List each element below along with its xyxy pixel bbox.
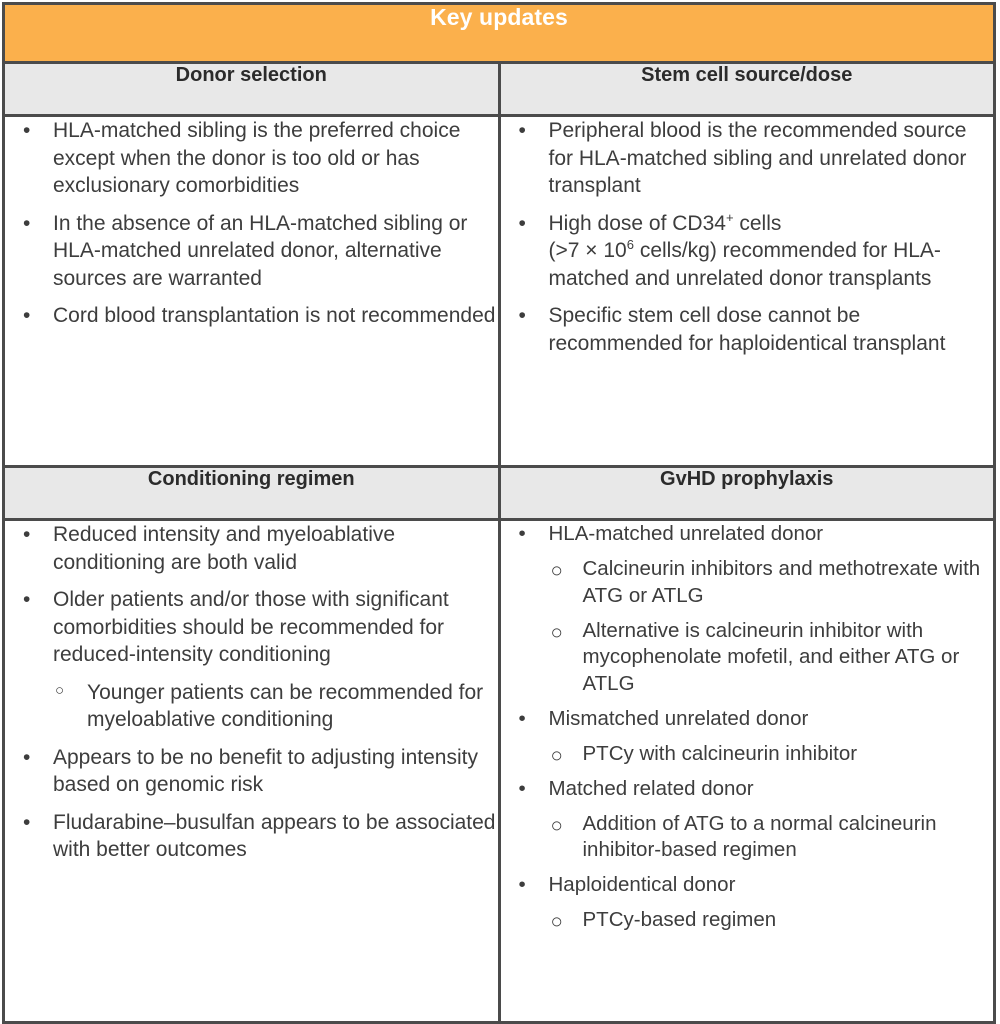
bullet-item: • Older patients and/or those with signif… bbox=[5, 586, 498, 669]
page-title: Key updates bbox=[430, 4, 568, 30]
bullet-text: Alternative is calcineurin inhibitor wit… bbox=[582, 618, 960, 696]
bullet-marker-icon: • bbox=[518, 304, 526, 327]
bullet-item: • Specific stem cell dose cannot be recom… bbox=[501, 302, 994, 357]
bullet-list: • Peripheral blood is the recommended sou… bbox=[501, 117, 994, 357]
section-header-stem-cell-source-dose: Stem cell source/dose bbox=[497, 61, 996, 117]
header-row-2: Conditioning regimen GvHD prophylaxis bbox=[2, 465, 996, 521]
sub-bullet-item: ○ Calcineurin inhibitors and methotrexate… bbox=[501, 556, 994, 610]
bullet-item: • Matched related donor bbox=[501, 776, 994, 803]
sub-bullet-item: ○ PTCy-based regimen bbox=[501, 907, 994, 934]
bullet-text: PTCy-based regimen bbox=[582, 908, 777, 932]
bullet-item: • Mismatched unrelated donor bbox=[501, 706, 994, 733]
bullet-item: • Haploidentical donor bbox=[501, 872, 994, 899]
content-row-2: • Reduced intensity and myeloablative con… bbox=[2, 518, 996, 1024]
content-row-1: • HLA-matched sibling is the preferred ch… bbox=[2, 114, 996, 468]
bullet-marker-icon: • bbox=[23, 745, 31, 769]
bullet-text: High dose of CD34+ cells(>7 × 106 cells/… bbox=[548, 209, 941, 290]
bullet-marker-icon: • bbox=[518, 522, 526, 545]
bullet-marker-icon: • bbox=[518, 776, 526, 800]
sub-bullet-item: ○ Alternative is calcineurin inhibitor wi… bbox=[501, 618, 994, 699]
bullet-text: In the absence of an HLA-matched sibling… bbox=[53, 211, 468, 290]
section-header-label: Conditioning regimen bbox=[147, 468, 355, 490]
bullet-text: Peripheral blood is the recommended sour… bbox=[548, 119, 967, 197]
bullet-text: Haploidentical donor bbox=[548, 873, 736, 897]
bullet-item: • Appears to be no benefit to adjusting … bbox=[5, 744, 498, 799]
bullet-marker-icon: • bbox=[23, 119, 31, 142]
bullet-text: HLA-matched sibling is the preferred cho… bbox=[53, 119, 461, 197]
bullet-marker-icon: • bbox=[23, 211, 31, 235]
bullet-item: • Fludarabine–busulfan appears to be asso… bbox=[5, 809, 498, 864]
sub-bullet-marker-icon: ○ bbox=[55, 681, 65, 699]
sub-bullet-item: ○ Addition of ATG to a normal calcineurin… bbox=[501, 811, 994, 865]
section-header-label: Stem cell source/dose bbox=[641, 64, 853, 86]
sub-bullet-marker-icon: ○ bbox=[550, 910, 563, 934]
section-header-gvhd-prophylaxis: GvHD prophylaxis bbox=[497, 465, 996, 521]
section-body-stem-cell-source-dose: • Peripheral blood is the recommended sou… bbox=[497, 114, 996, 468]
table-title-cell: Key updates bbox=[2, 2, 996, 64]
bullet-marker-icon: • bbox=[23, 304, 31, 327]
bullet-text: Calcineurin inhibitors and methotrexate … bbox=[582, 556, 981, 607]
bullet-text: Addition of ATG to a normal calcineurin … bbox=[582, 811, 937, 862]
bullet-marker-icon: • bbox=[23, 588, 31, 611]
bullet-marker-icon: • bbox=[23, 523, 31, 546]
bullet-item: • Cord blood transplantation is not recom… bbox=[5, 302, 498, 330]
bullet-text: Appears to be no benefit to adjusting in… bbox=[53, 745, 478, 797]
bullet-text: Matched related donor bbox=[548, 776, 754, 800]
bullet-item: • Reduced intensity and myeloablative con… bbox=[5, 521, 498, 576]
bullet-item: • HLA-matched sibling is the preferred ch… bbox=[5, 117, 498, 200]
sub-bullet-marker-icon: ○ bbox=[550, 813, 563, 837]
bullet-text: Fludarabine–busulfan appears to be assoc… bbox=[53, 810, 496, 862]
bullet-item: • High dose of CD34+ cells(>7 × 106 cells… bbox=[501, 210, 994, 293]
bullet-item: • Peripheral blood is the recommended sou… bbox=[501, 117, 994, 200]
sub-bullet-item: ○ Younger patients can be recommended for… bbox=[5, 679, 498, 734]
bullet-item: • HLA-matched unrelated donor bbox=[501, 521, 994, 548]
section-header-donor-selection: Donor selection bbox=[2, 61, 501, 117]
section-header-conditioning-regimen: Conditioning regimen bbox=[2, 465, 501, 521]
section-body-conditioning-regimen: • Reduced intensity and myeloablative con… bbox=[2, 518, 501, 1024]
header-row-1: Donor selection Stem cell source/dose bbox=[2, 61, 996, 117]
sub-bullet-marker-icon: ○ bbox=[550, 558, 563, 582]
section-header-label: Donor selection bbox=[175, 64, 327, 86]
bullet-text: Reduced intensity and myeloablative cond… bbox=[53, 523, 396, 574]
section-body-gvhd-prophylaxis: • HLA-matched unrelated donor ○ Calcineurin… bbox=[497, 518, 996, 1024]
bullet-marker-icon: • bbox=[518, 707, 526, 731]
bullet-text: HLA-matched unrelated donor bbox=[548, 522, 824, 545]
bullet-text: Mismatched unrelated donor bbox=[548, 707, 809, 731]
bullet-text: Younger patients can be recommended for … bbox=[87, 680, 484, 732]
bullet-marker-icon: • bbox=[518, 211, 526, 235]
sub-bullet-item: ○ PTCy with calcineurin inhibitor bbox=[501, 741, 994, 768]
bullet-list: • HLA-matched unrelated donor ○ Calcineurin… bbox=[501, 521, 994, 934]
bullet-text: Older patients and/or those with signifi… bbox=[53, 588, 449, 666]
bullet-text: Specific stem cell dose cannot be recomm… bbox=[548, 304, 946, 355]
bullet-marker-icon: • bbox=[23, 810, 31, 834]
bullet-item: • In the absence of an HLA-matched siblin… bbox=[5, 210, 498, 293]
sub-bullet-marker-icon: ○ bbox=[550, 743, 563, 767]
bullet-text: Cord blood transplantation is not recomm… bbox=[53, 304, 496, 327]
bullet-list: • Reduced intensity and myeloablative con… bbox=[5, 521, 498, 864]
bullet-text: PTCy with calcineurin inhibitor bbox=[582, 741, 858, 765]
title-row: Key updates bbox=[2, 2, 996, 64]
section-body-donor-selection: • HLA-matched sibling is the preferred ch… bbox=[2, 114, 501, 468]
bullet-marker-icon: • bbox=[518, 119, 526, 142]
sub-bullet-marker-icon: ○ bbox=[550, 620, 563, 644]
bullet-marker-icon: • bbox=[518, 873, 526, 897]
section-header-label: GvHD prophylaxis bbox=[660, 468, 834, 490]
bullet-list: • HLA-matched sibling is the preferred ch… bbox=[5, 117, 498, 330]
